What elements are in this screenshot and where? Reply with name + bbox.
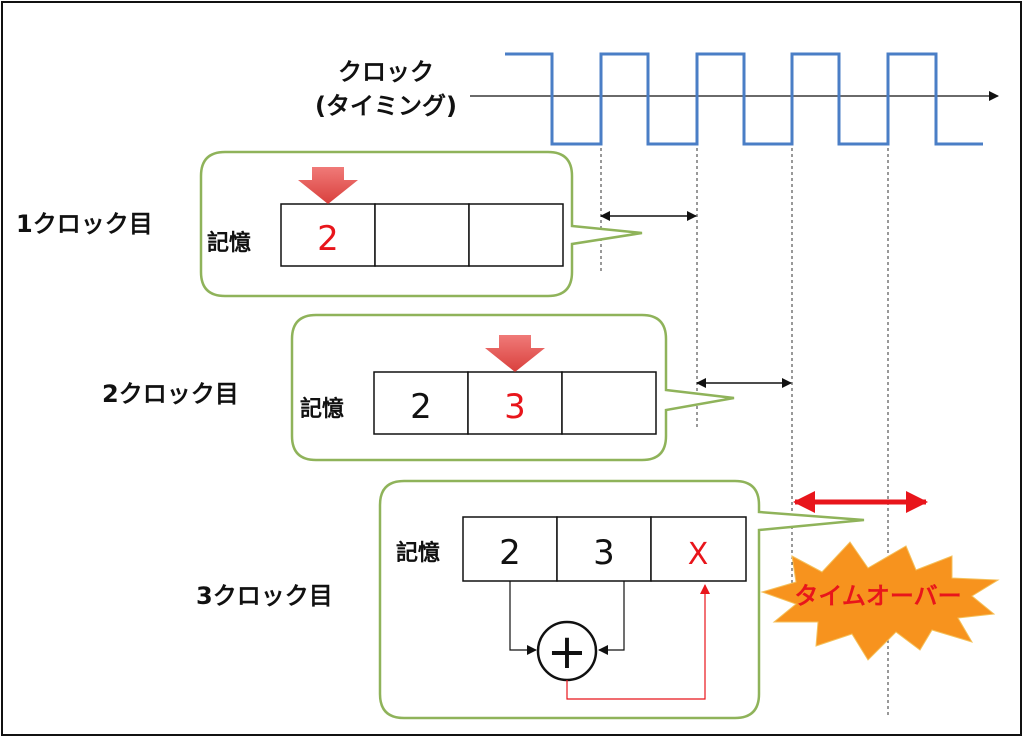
step1-memory-cells: 2 (280, 203, 564, 267)
step1-down-arrow-icon (298, 167, 358, 204)
memory-cell (650, 516, 747, 582)
clock-subtitle: (タイミング) (315, 92, 457, 120)
memory-cell (561, 371, 657, 435)
sum-output-line (566, 584, 710, 700)
memory-cell (374, 203, 470, 267)
clock-title: クロック (338, 58, 434, 86)
step3-memory-label: 記憶 (396, 540, 440, 566)
timeout-label: タイムオーバー (794, 582, 961, 610)
step2-down-arrow-icon (485, 335, 545, 372)
cell-value: 3 (593, 533, 615, 573)
cell-value: 2 (317, 219, 339, 259)
cell-value: 2 (499, 533, 521, 573)
step3-label: 3クロック目 (196, 582, 333, 610)
step2-memory-cells: 2 3 (373, 371, 657, 435)
memory-cell (462, 516, 558, 582)
step1-memory-label: 記憶 (207, 230, 251, 256)
timeout-burst (760, 541, 1000, 661)
memory-cell (468, 203, 564, 267)
memory-cell (556, 516, 652, 582)
adder-symbol: + (547, 624, 587, 680)
step1-label: 1クロック目 (16, 210, 153, 238)
cell-value: 2 (410, 387, 432, 427)
input-a-line (509, 581, 537, 655)
input-b-line (598, 581, 625, 655)
cell-value: X (688, 537, 709, 572)
step3-memory-cells: 2 3 X (462, 516, 747, 582)
clock-waveform (505, 52, 983, 146)
step2-label: 2クロック目 (102, 380, 239, 408)
cell-value: 3 (504, 387, 526, 427)
step2-memory-label: 記憶 (300, 396, 344, 422)
